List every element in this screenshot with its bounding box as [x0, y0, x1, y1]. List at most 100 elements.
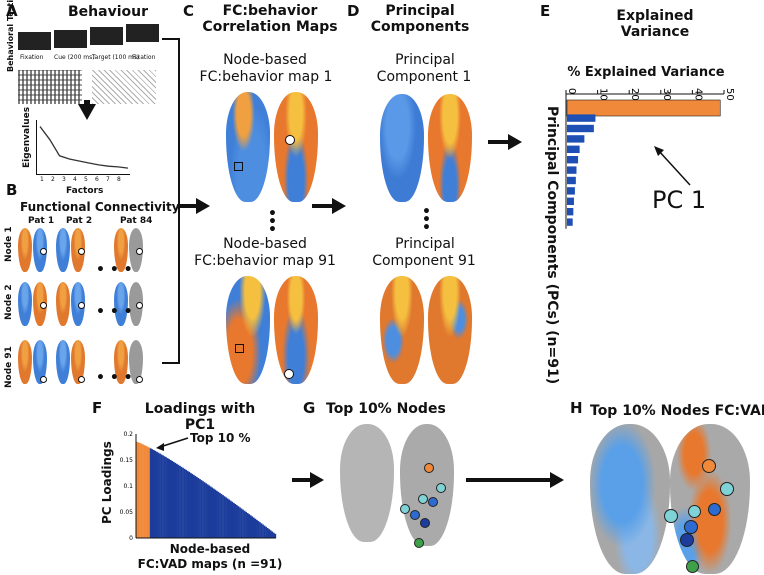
panel-letter-g: G: [303, 399, 316, 417]
f-bar: [269, 530, 272, 538]
f-bar: [274, 533, 277, 538]
arrow-b-to-c-icon: [196, 198, 210, 214]
top-node-marker: [400, 504, 410, 514]
f-bar: [194, 475, 197, 538]
f-bar: [242, 509, 244, 538]
f-bar: [263, 525, 266, 538]
arrow-d-to-e-icon: [508, 134, 522, 150]
f-bar: [254, 518, 257, 538]
f-bar: [142, 444, 144, 538]
map1-title-2: FC:behavior map 1: [199, 69, 333, 85]
top-node-marker: [664, 509, 678, 523]
panel-letter-h: H: [570, 399, 583, 417]
eig-x-axis: [36, 174, 130, 175]
top-node-marker: [420, 518, 430, 528]
fc-node-dot: [40, 376, 47, 383]
fc-node-dot: [136, 248, 143, 255]
brain-g-left: [340, 424, 394, 542]
f-bar: [211, 487, 214, 538]
ellipsis-horizontal-1: • • •: [96, 262, 133, 278]
f-bar: [252, 517, 255, 538]
f-bar: [206, 484, 209, 538]
fc-brain-thumb: [114, 228, 128, 272]
f-bar: [248, 514, 251, 538]
brain-g-right: [400, 424, 454, 546]
panel-letter-f: F: [92, 399, 103, 417]
top-node-marker: [720, 482, 734, 496]
f-bar: [154, 450, 157, 538]
f-bar: [223, 496, 226, 538]
ellipsis-vertical-d: •••: [422, 204, 431, 236]
f-bar: [226, 498, 229, 538]
fc-node-dot: [40, 302, 47, 309]
e-bar: [567, 187, 575, 195]
f-bar: [266, 527, 269, 538]
f-bar: [262, 524, 264, 538]
top-node-marker: [680, 533, 694, 547]
f-bar: [159, 453, 161, 538]
e-xtick-label: 40: [692, 88, 703, 101]
f-bar: [272, 532, 275, 538]
f-bar: [214, 489, 217, 538]
f-bar: [176, 463, 178, 538]
task-screens: [18, 24, 168, 52]
brain-c2-right: [274, 276, 318, 384]
patient-label-2: Pat 2: [66, 216, 93, 226]
top-node-marker: [410, 510, 420, 520]
brain-d2-right: [428, 276, 472, 384]
f-bar: [237, 506, 240, 538]
f-bar: [140, 443, 143, 538]
brain-h-right: [670, 424, 750, 574]
brain-h-left: [590, 424, 670, 574]
task-screen-cue: [54, 30, 87, 48]
fc-node-dot: [136, 302, 143, 309]
f-bar: [157, 452, 160, 538]
node-marker-square-c2: [235, 344, 244, 353]
e-bar: [567, 156, 579, 164]
f-bar: [156, 451, 158, 538]
f-bar: [208, 485, 211, 538]
f-bar: [229, 500, 232, 538]
f-bar: [245, 511, 247, 538]
brain-c1-right: [274, 92, 318, 202]
f-bar: [239, 507, 241, 538]
node-marker-circle-c2: [284, 369, 294, 379]
task-label-3: Target (100 ms): [92, 54, 140, 61]
f-bar: [192, 474, 195, 538]
fc-brain-grid: [18, 228, 168, 392]
behavioral-data-block-2: [92, 70, 156, 104]
node-marker-circle-c1: [285, 135, 295, 145]
f-bar: [236, 505, 238, 538]
patient-label-1: Pat 1: [28, 216, 55, 226]
pc2-title-2: Component 91: [372, 253, 476, 269]
f-bar: [257, 521, 260, 538]
f-bar: [197, 478, 200, 538]
eig-xtick: 6: [95, 176, 99, 183]
eig-xtick: 2: [51, 176, 55, 183]
f-bar: [149, 448, 152, 538]
e-xtick-label: 50: [724, 88, 735, 101]
e-xtick-label: 20: [629, 88, 640, 101]
behavioral-data-block-1: [18, 70, 82, 104]
f-bar: [202, 481, 204, 538]
panel-letter-a: A: [6, 2, 18, 20]
eig-y-axis: [36, 120, 37, 174]
e-xtick-label: 30: [661, 88, 672, 101]
panel-d-title-2: Components: [370, 19, 470, 35]
f-bar: [205, 483, 207, 538]
fc-node-dot: [40, 248, 47, 255]
f-bar: [162, 455, 164, 538]
fc-node-dot: [78, 302, 85, 309]
panel-c-title-1: FC:behavior: [222, 3, 318, 19]
top10-annotation: Top 10 %: [190, 431, 251, 445]
f-bar: [251, 516, 254, 538]
ellipsis-vertical-c: •••: [268, 206, 277, 238]
panel-letter-e: E: [540, 2, 551, 20]
f-bar: [268, 529, 271, 538]
pc1-arrow-head: [654, 146, 664, 156]
brain-c2-left: [226, 276, 270, 384]
arrow-d-to-e-stem: [488, 140, 510, 144]
f-ytick-label: 0.15: [120, 457, 134, 464]
f-bar: [160, 454, 163, 538]
